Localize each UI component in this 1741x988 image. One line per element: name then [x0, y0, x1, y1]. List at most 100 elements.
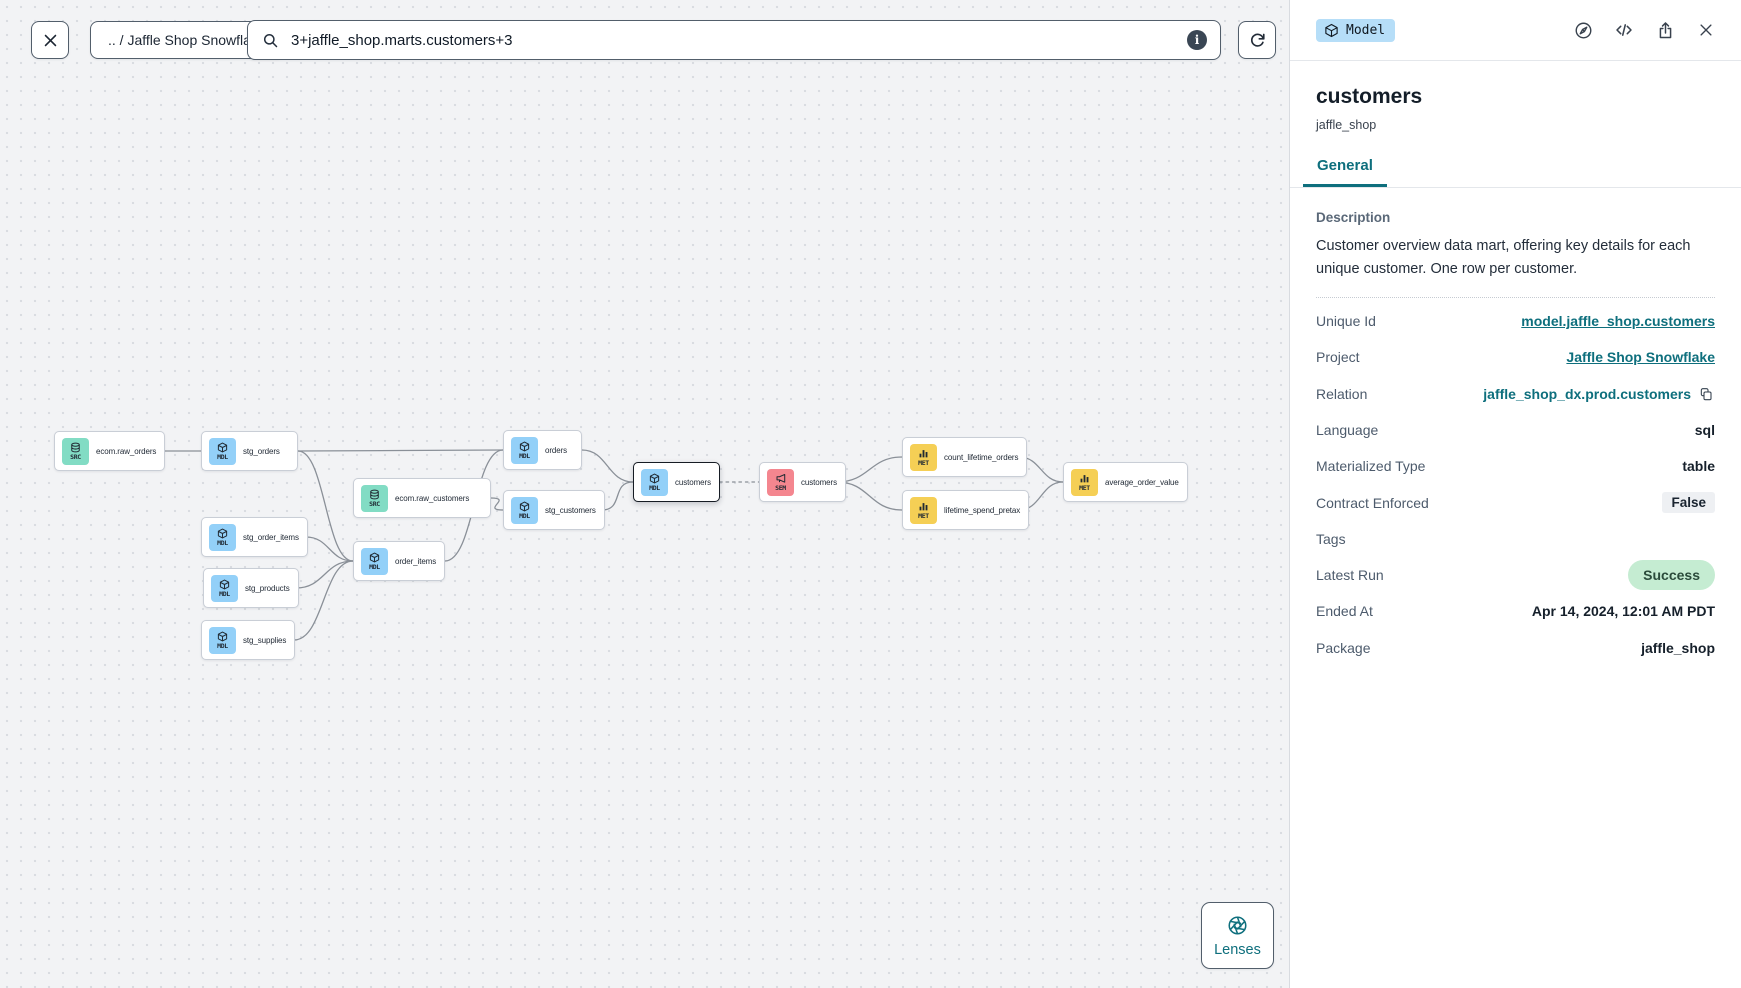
divider: [1316, 296, 1715, 298]
lenses-label: Lenses: [1214, 941, 1261, 958]
refresh-button[interactable]: [1238, 21, 1276, 59]
node-label: stg_order_items: [243, 532, 299, 542]
node-type-label: MDL: [369, 562, 380, 571]
node-label: count_lifetime_orders: [944, 452, 1019, 462]
search-input[interactable]: [289, 30, 1178, 50]
share-button[interactable]: [1654, 19, 1676, 41]
lenses-button[interactable]: Lenses: [1201, 902, 1274, 969]
bar-chart-icon: MET: [910, 443, 937, 471]
field-value-link[interactable]: Jaffle Shop Snowflake: [1566, 349, 1715, 366]
cube-icon: MDL: [209, 523, 236, 551]
graph-node-stg_orders[interactable]: MDL stg_orders: [201, 431, 298, 471]
description-text: Customer overview data mart, offering ke…: [1316, 238, 1691, 278]
cube-icon: MDL: [361, 547, 388, 575]
cube-icon: MDL: [209, 437, 236, 465]
view-code-button[interactable]: [1613, 19, 1635, 41]
search-icon: [263, 33, 278, 47]
detail-row-contract-enforced: Contract Enforced False: [1316, 484, 1715, 520]
field-value: jaffle_shop: [1641, 639, 1715, 656]
node-type-label: MDL: [217, 538, 228, 547]
graph-node-average_order_value[interactable]: MET average_order_value: [1063, 462, 1188, 502]
close-icon: [44, 34, 56, 46]
field-value: table: [1682, 458, 1715, 475]
close-panel-button[interactable]: [1695, 19, 1717, 41]
cube-icon: MDL: [209, 626, 236, 654]
field-label: Project: [1316, 349, 1360, 366]
panel-header: Model: [1290, 0, 1741, 61]
graph-node-stg_order_items[interactable]: MDL stg_order_items: [201, 517, 308, 557]
field-label: Contract Enforced: [1316, 494, 1429, 511]
edge-stg_orders-to-orders: [297, 449, 504, 452]
graph-node-customers[interactable]: MDL customers: [633, 462, 720, 502]
edge-stg_supplies-to-order_items: [293, 560, 354, 641]
refresh-icon: [1250, 33, 1265, 47]
status-badge: Success: [1628, 560, 1715, 591]
node-label: ecom.raw_orders: [96, 446, 157, 456]
copy-icon[interactable]: [1698, 385, 1715, 402]
field-value-link[interactable]: jaffle_shop_dx.prod.customers: [1483, 385, 1691, 402]
detail-row-package: Package jaffle_shop: [1316, 630, 1715, 666]
cube-icon: MDL: [641, 468, 668, 496]
node-label: stg_supplies: [243, 635, 287, 645]
database-icon: SRC: [361, 484, 388, 512]
page-title: customers: [1316, 85, 1423, 108]
value-badge: False: [1662, 492, 1715, 514]
close-lineage-button[interactable]: [31, 21, 69, 59]
field-value: sql: [1694, 422, 1715, 438]
lineage-search-box[interactable]: i: [247, 20, 1221, 60]
node-label: ecom.raw_customers: [395, 493, 470, 503]
node-label: stg_customers: [545, 505, 596, 515]
field-label: Package: [1316, 639, 1371, 656]
node-type-label: SRC: [369, 499, 380, 508]
node-label: customers: [675, 477, 711, 487]
bar-chart-icon: MET: [1071, 468, 1098, 496]
node-label: lifetime_spend_pretax: [944, 505, 1021, 515]
cube-icon: MDL: [211, 574, 238, 602]
edge-stg_order_items-to-order_items: [305, 536, 354, 562]
detail-row-language: Language sql: [1316, 412, 1715, 448]
node-label: orders: [545, 445, 568, 455]
info-icon[interactable]: i: [1187, 30, 1207, 50]
graph-node-stg_supplies[interactable]: MDL stg_supplies: [201, 620, 296, 660]
compass-icon: [1575, 22, 1591, 38]
tab-general[interactable]: General: [1303, 157, 1387, 187]
graph-node-stg_customers[interactable]: MDL stg_customers: [503, 490, 605, 530]
graph-node-ecom.raw_customers[interactable]: SRC ecom.raw_customers: [353, 478, 491, 518]
megaphone-icon: SEM: [767, 468, 794, 496]
detail-row-materialized-type: Materialized Type table: [1316, 448, 1715, 484]
detail-row-project: Project Jaffle Shop Snowflake: [1316, 339, 1715, 375]
breadcrumb-label: .. / Jaffle Shop Snowflake: [108, 32, 266, 48]
node-label: average_order_value: [1105, 477, 1179, 487]
field-label: Materialized Type: [1316, 458, 1426, 475]
graph-node-orders[interactable]: MDL orders: [503, 430, 582, 470]
explore-lineage-button[interactable]: [1572, 19, 1594, 41]
description-label: Description: [1316, 210, 1391, 225]
resource-type-label: Model: [1346, 22, 1386, 38]
node-type-label: SEM: [775, 483, 786, 492]
panel-tabs: General: [1290, 157, 1741, 188]
field-label: Language: [1316, 422, 1379, 438]
graph-node-count_lifetime_orders[interactable]: MET count_lifetime_orders: [902, 437, 1028, 477]
package-subtitle: jaffle_shop: [1316, 118, 1377, 132]
node-label: customers: [801, 477, 837, 487]
node-label: stg_orders: [243, 446, 280, 456]
field-value-link[interactable]: model.jaffle_shop.customers: [1521, 313, 1715, 330]
edge-stg_products-to-order_items: [295, 560, 354, 589]
share-icon: [1659, 21, 1671, 38]
node-type-label: MDL: [217, 452, 228, 461]
node-type-label: MDL: [217, 641, 228, 650]
graph-node-customers_sem[interactable]: SEM customers: [759, 462, 846, 502]
cube-icon: MDL: [511, 436, 538, 464]
node-type-label: MDL: [219, 589, 230, 598]
cube-icon: MDL: [511, 496, 538, 524]
node-type-label: MDL: [519, 451, 530, 460]
